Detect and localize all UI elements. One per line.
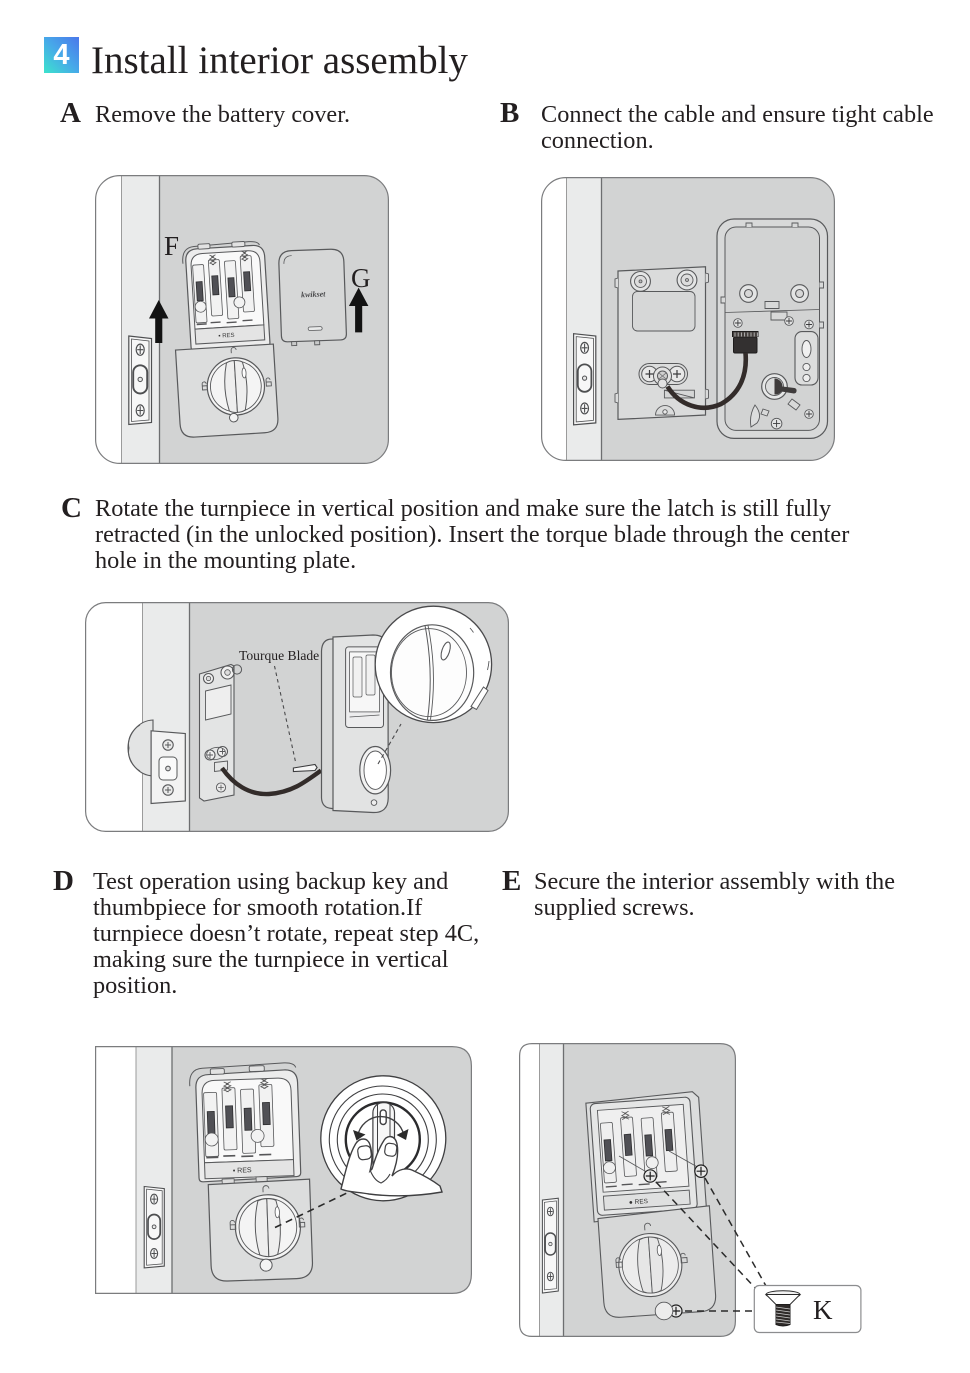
svg-text:▪ RES: ▪ RES [233,1167,252,1175]
svg-text:kwikset: kwikset [301,289,327,299]
svg-text:● RES: ● RES [629,1198,649,1206]
svg-text:Tourque Blade: Tourque Blade [239,648,319,663]
svg-text:K: K [813,1295,833,1325]
svg-text:▪ RES: ▪ RES [218,333,234,340]
svg-text:F: F [164,231,179,261]
svg-text:G: G [351,263,371,293]
